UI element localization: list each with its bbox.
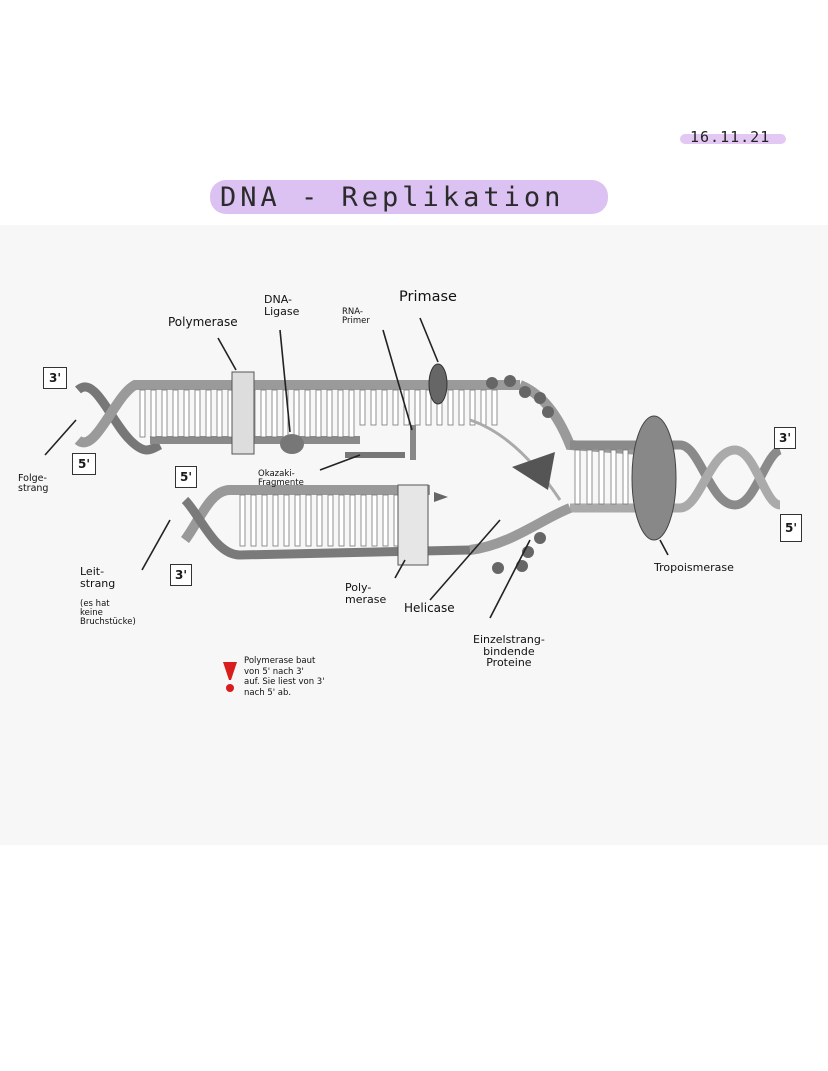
- base-pair: [239, 494, 246, 547]
- base-pair: [610, 449, 617, 505]
- base-pair: [382, 494, 389, 547]
- base-pair: [205, 389, 212, 438]
- end-label-mid-3: 3': [170, 564, 192, 586]
- base-pair: [316, 494, 323, 547]
- base-pair: [622, 449, 629, 505]
- base-pair: [359, 389, 366, 426]
- base-pair: [293, 389, 300, 438]
- base-pair: [337, 389, 344, 438]
- base-pair: [403, 389, 410, 426]
- base-pair: [381, 389, 388, 426]
- label-leitstrang-note: (es hat keine Bruchstücke): [80, 599, 136, 627]
- ssb-protein: [492, 562, 504, 574]
- base-pair: [414, 389, 421, 426]
- base-pair: [326, 389, 333, 438]
- base-pair: [304, 389, 311, 438]
- base-pair: [491, 389, 498, 426]
- base-pair: [574, 449, 581, 505]
- ligase-shape: [280, 434, 304, 454]
- label-topoisomerase: Tropoismerase: [654, 561, 734, 574]
- ssb-protein: [516, 560, 528, 572]
- end-label-right-3: 3': [774, 427, 796, 449]
- base-pair: [183, 389, 190, 438]
- ssb-protein: [534, 392, 546, 404]
- okazaki-fragment: [345, 452, 405, 458]
- base-pair: [598, 449, 605, 505]
- label-helicase: Helicase: [404, 601, 455, 615]
- polymerase-top-shape: [231, 371, 255, 455]
- base-pair: [261, 494, 268, 547]
- base-pair: [139, 389, 146, 438]
- label-primase: Primase: [399, 289, 457, 305]
- base-pair: [425, 389, 432, 426]
- base-pair: [305, 494, 312, 547]
- date: 16.11.21: [690, 128, 771, 146]
- base-pair: [216, 389, 223, 438]
- end-label-mid-5: 5': [175, 466, 197, 488]
- label-dna-ligase: DNA- Ligase: [264, 293, 300, 318]
- leading-strand-helix: [180, 485, 572, 560]
- label-polymerase-top: Polymerase: [168, 315, 238, 329]
- end-label-top-left-3: 3': [43, 367, 67, 389]
- end-label-left-5: 5': [72, 453, 96, 475]
- base-pair: [250, 494, 257, 547]
- base-pair: [271, 389, 278, 438]
- base-pair: [194, 389, 201, 438]
- rna-primer-shape: [410, 425, 416, 460]
- exclamation-icon: [223, 662, 237, 692]
- base-pair: [283, 494, 290, 547]
- base-pair: [586, 449, 593, 505]
- base-pair: [338, 494, 345, 547]
- label-folgestrang: Folge- strang: [18, 473, 49, 494]
- base-pair: [294, 494, 301, 547]
- polymerase-bottom-shape: [397, 484, 429, 566]
- primase-shape: [428, 363, 448, 405]
- label-okazaki: Okazaki- Fragmente: [258, 469, 304, 488]
- arrow-icon: [434, 492, 448, 502]
- pointer-lines: [44, 317, 669, 619]
- page-title: DNA - Replikation: [220, 182, 565, 213]
- ssb-protein: [486, 377, 498, 389]
- base-pair: [392, 389, 399, 426]
- base-pair: [172, 389, 179, 438]
- label-rna-primer: RNA- Primer: [342, 307, 370, 326]
- title-highlight: [210, 180, 608, 214]
- base-pair: [348, 389, 355, 438]
- base-pair: [458, 389, 465, 426]
- base-pair: [150, 389, 157, 438]
- base-pair: [161, 389, 168, 438]
- ssb-protein: [542, 406, 554, 418]
- label-leitstrang: Leit- strang: [80, 565, 116, 590]
- helicase-shape: [512, 452, 555, 490]
- ssb-protein: [534, 532, 546, 544]
- base-pair: [371, 494, 378, 547]
- base-pair: [315, 389, 322, 438]
- date-highlight: [680, 134, 786, 144]
- base-pair: [447, 389, 454, 426]
- ssb-protein: [504, 375, 516, 387]
- base-pair: [327, 494, 334, 547]
- topoisomerase-shape: [631, 415, 677, 541]
- base-pair: [469, 389, 476, 426]
- end-label-right-5: 5': [780, 514, 802, 542]
- base-pair: [272, 494, 279, 547]
- polymerase-note: Polymerase baut von 5' nach 3' auf. Sie …: [244, 656, 325, 698]
- base-pair: [349, 494, 356, 547]
- lagging-strand-helix: [74, 380, 520, 455]
- ssb-protein: [519, 386, 531, 398]
- ssb-proteins: [486, 375, 554, 574]
- parental-helix: [570, 440, 783, 513]
- base-pair: [370, 389, 377, 426]
- base-pair: [260, 389, 267, 438]
- label-ssb: Einzelstrang- bindende Proteine: [473, 633, 545, 670]
- base-pair: [480, 389, 487, 426]
- label-polymerase-bottom: Poly- merase: [345, 581, 387, 606]
- base-pair: [360, 494, 367, 547]
